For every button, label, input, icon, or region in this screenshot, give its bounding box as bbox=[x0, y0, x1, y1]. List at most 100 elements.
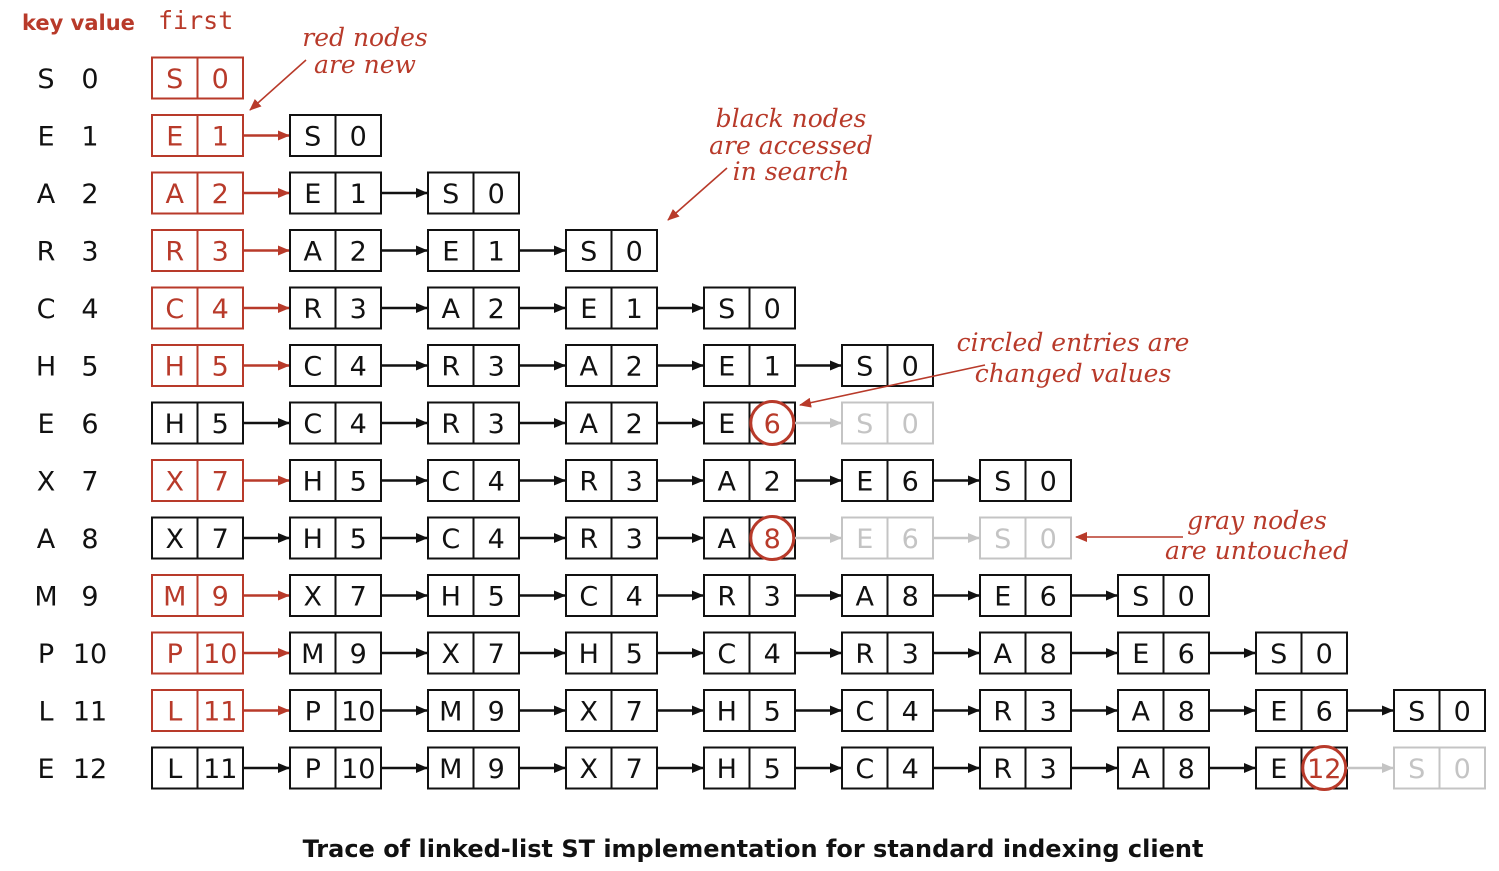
row-key: M bbox=[34, 582, 57, 613]
node-value: 5 bbox=[764, 697, 781, 728]
node-value: 5 bbox=[212, 409, 229, 440]
node-key: R bbox=[579, 467, 598, 498]
node-value: 10 bbox=[341, 697, 375, 728]
node-key: S bbox=[1132, 582, 1149, 613]
node-value: 2 bbox=[350, 237, 367, 268]
node-value: 0 bbox=[902, 409, 919, 440]
row-value: 10 bbox=[73, 639, 107, 670]
row-key: E bbox=[37, 409, 54, 440]
row-value: 6 bbox=[81, 409, 98, 440]
annotation-red-nodes-line2: are new bbox=[314, 50, 416, 79]
node-key: A bbox=[580, 409, 599, 440]
node-value: 0 bbox=[1040, 467, 1057, 498]
node-key: E bbox=[1132, 639, 1149, 670]
node-key: E bbox=[442, 237, 459, 268]
key-value-header: key value bbox=[22, 11, 135, 35]
node-key: S bbox=[1408, 754, 1425, 785]
node-value: 3 bbox=[764, 582, 781, 613]
node-value: 3 bbox=[350, 294, 367, 325]
node-key: A bbox=[718, 524, 737, 555]
node-value: 5 bbox=[350, 467, 367, 498]
node-key: X bbox=[166, 524, 185, 555]
node-value: 0 bbox=[1040, 524, 1057, 555]
node-value: 2 bbox=[764, 467, 781, 498]
node-key: A bbox=[718, 467, 737, 498]
node-key: A bbox=[1132, 754, 1151, 785]
annotation-black-nodes-arrow bbox=[667, 167, 728, 221]
node-value: 5 bbox=[488, 582, 505, 613]
node-key: S bbox=[718, 294, 735, 325]
node-key: H bbox=[717, 754, 737, 785]
annotation-red-nodes-arrow bbox=[249, 59, 307, 111]
row-value: 7 bbox=[81, 467, 98, 498]
row-value: 4 bbox=[81, 294, 98, 325]
node-key: M bbox=[439, 697, 462, 728]
node-value: 0 bbox=[1316, 639, 1333, 670]
node-value: 9 bbox=[350, 639, 367, 670]
node-value: 3 bbox=[1040, 754, 1057, 785]
node-value: 8 bbox=[1178, 697, 1195, 728]
node-value: 4 bbox=[902, 697, 919, 728]
node-value: 0 bbox=[626, 237, 643, 268]
node-value: 11 bbox=[203, 754, 237, 785]
row-value: 11 bbox=[73, 697, 107, 728]
annotation-black-nodes-line2: are accessed bbox=[709, 131, 873, 160]
node-value: 0 bbox=[350, 122, 367, 153]
node-key: L bbox=[167, 697, 182, 728]
node-key: E bbox=[1270, 697, 1287, 728]
annotation-circled-line1: circled entries are bbox=[957, 328, 1190, 357]
node-key: E bbox=[304, 179, 321, 210]
node-key: M bbox=[301, 639, 324, 670]
node-key: A bbox=[580, 352, 599, 383]
node-key: E bbox=[580, 294, 597, 325]
node-value: 1 bbox=[350, 179, 367, 210]
node-value: 9 bbox=[488, 697, 505, 728]
annotation-black-nodes: black nodes are accessed in search bbox=[667, 104, 873, 221]
changed-value-circle bbox=[749, 400, 796, 446]
annotation-gray-nodes: gray nodes are untouched bbox=[1075, 506, 1349, 565]
node-key: A bbox=[856, 582, 875, 613]
node-key: P bbox=[305, 754, 321, 785]
annotation-gray-nodes-line2: are untouched bbox=[1165, 536, 1349, 565]
node-key: P bbox=[167, 639, 183, 670]
node-key: C bbox=[717, 639, 736, 670]
node-key: A bbox=[166, 179, 185, 210]
node-value: 8 bbox=[902, 582, 919, 613]
node-value: 6 bbox=[902, 524, 919, 555]
node-key: X bbox=[442, 639, 461, 670]
annotation-circled-line2: changed values bbox=[975, 359, 1172, 388]
row-key: P bbox=[38, 639, 54, 670]
annotation-red-nodes: red nodes are new bbox=[249, 23, 428, 111]
